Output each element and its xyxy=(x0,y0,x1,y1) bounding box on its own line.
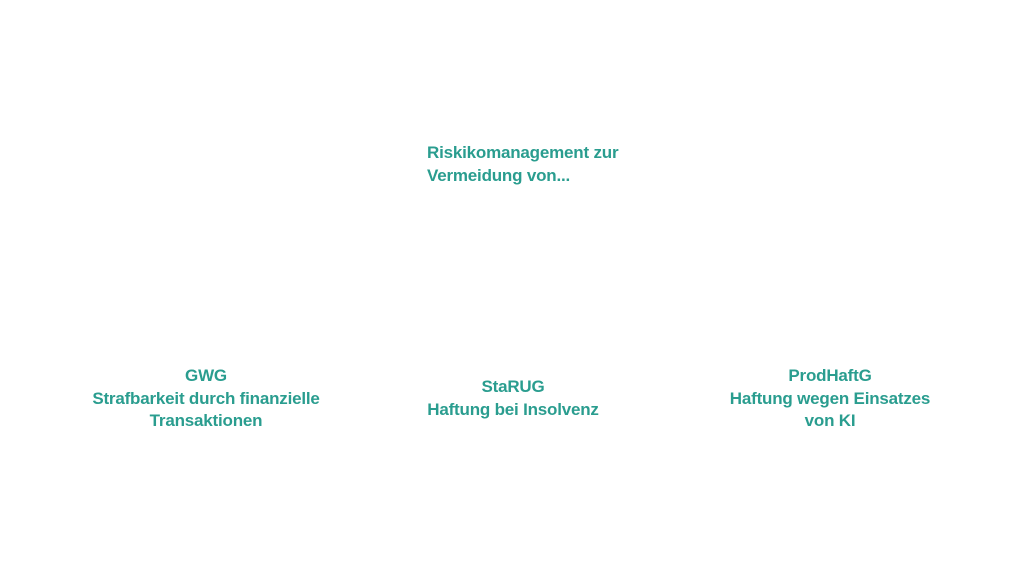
item-heading: StaRUG xyxy=(481,377,545,396)
item-heading: GWG xyxy=(185,366,227,385)
item-line: Strafbarkeit durch finanzielle xyxy=(92,388,320,408)
item-line: von KI xyxy=(804,411,856,430)
item-line: Transaktionen xyxy=(149,411,263,430)
item-heading: ProdHaftG xyxy=(788,366,872,385)
item-prodhaftg: ProdHaftG Haftung wegen Einsatzes von KI xyxy=(690,365,970,433)
item-line: Haftung bei Insolvenz xyxy=(427,399,599,419)
diagram-title: Riskikomanagement zur Vermeidung von... xyxy=(427,141,619,187)
title-line-2: Vermeidung von... xyxy=(427,166,571,185)
item-line: Haftung wegen Einsatzes xyxy=(729,388,931,408)
item-gwg: GWG Strafbarkeit durch finanzielle Trans… xyxy=(66,365,346,433)
title-line-1: Riskikomanagement zur xyxy=(427,143,619,162)
item-starug: StaRUG Haftung bei Insolvenz xyxy=(373,376,653,421)
